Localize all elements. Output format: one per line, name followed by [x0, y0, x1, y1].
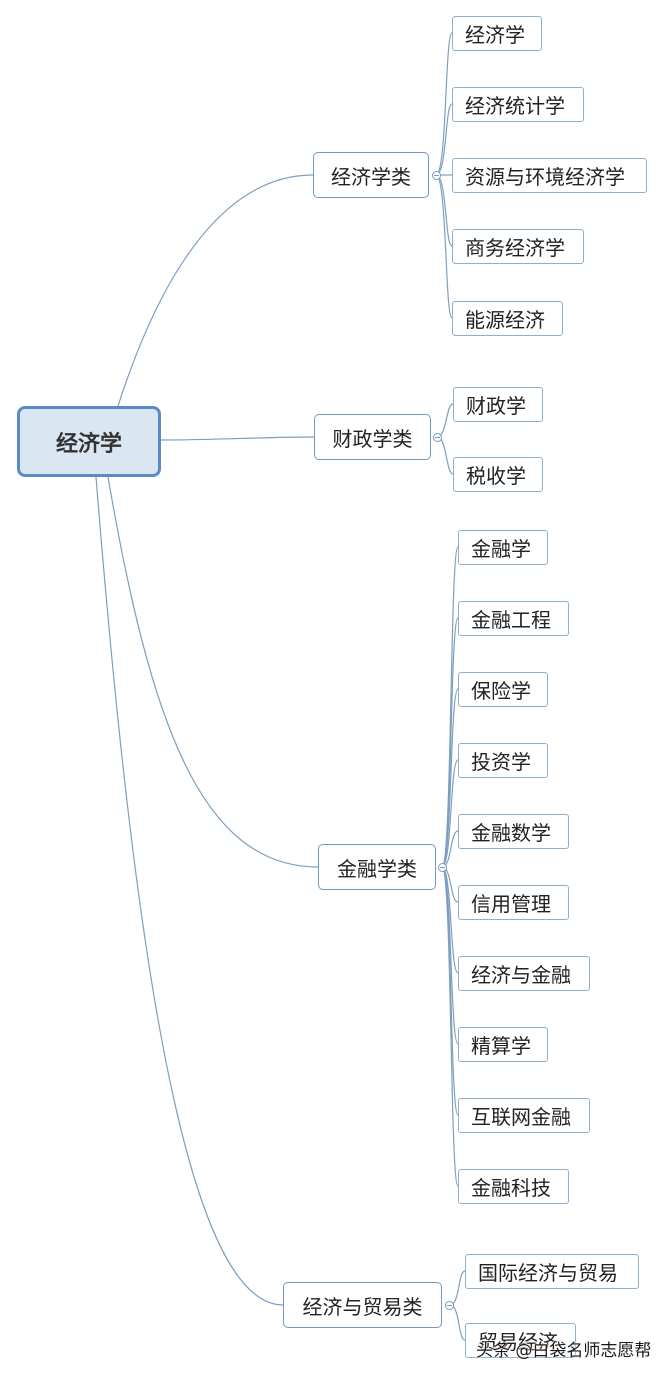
leaf-node[interactable]: 资源与环境经济学: [452, 158, 647, 193]
leaf-node[interactable]: 投资学: [458, 743, 548, 778]
leaf-node[interactable]: 经济统计学: [452, 87, 584, 122]
connector-root-finance: [107, 476, 319, 868]
collapse-toggle-icon[interactable]: [445, 1301, 454, 1310]
leaf-node[interactable]: 互联网金融: [458, 1098, 590, 1133]
category-node-finance[interactable]: 金融学类: [318, 844, 436, 890]
collapse-toggle-icon[interactable]: [438, 863, 447, 872]
leaf-node[interactable]: 信用管理: [458, 885, 569, 920]
leaf-node[interactable]: 金融科技: [458, 1169, 569, 1204]
root-node[interactable]: 经济学: [17, 406, 161, 477]
leaf-node[interactable]: 经济与金融: [458, 956, 590, 991]
leaf-node[interactable]: 金融学: [458, 530, 548, 565]
leaf-node[interactable]: 保险学: [458, 672, 548, 707]
leaf-node[interactable]: 国际经济与贸易: [465, 1254, 639, 1289]
connector-root-trade: [95, 476, 284, 1306]
connector-root-finance-tax: [160, 436, 315, 441]
watermark-text: 头条 @白袋名师志愿帮: [476, 1341, 652, 1361]
connector-root-economics: [117, 174, 314, 407]
category-node-public-finance[interactable]: 财政学类: [314, 414, 431, 460]
leaf-node[interactable]: 财政学: [453, 387, 543, 422]
leaf-node[interactable]: 能源经济: [452, 301, 563, 336]
leaf-node[interactable]: 税收学: [453, 457, 543, 492]
collapse-toggle-icon[interactable]: [432, 171, 441, 180]
leaf-node[interactable]: 经济学: [452, 16, 542, 51]
leaf-node[interactable]: 金融数学: [458, 814, 569, 849]
category-node-economics[interactable]: 经济学类: [313, 152, 429, 198]
leaf-node[interactable]: 金融工程: [458, 601, 569, 636]
leaf-node[interactable]: 商务经济学: [452, 229, 584, 264]
leaf-node[interactable]: 贸易经济: [465, 1323, 576, 1358]
leaf-node[interactable]: 精算学: [458, 1027, 548, 1062]
category-node-economics-trade[interactable]: 经济与贸易类: [283, 1282, 442, 1328]
collapse-toggle-icon[interactable]: [433, 433, 442, 442]
